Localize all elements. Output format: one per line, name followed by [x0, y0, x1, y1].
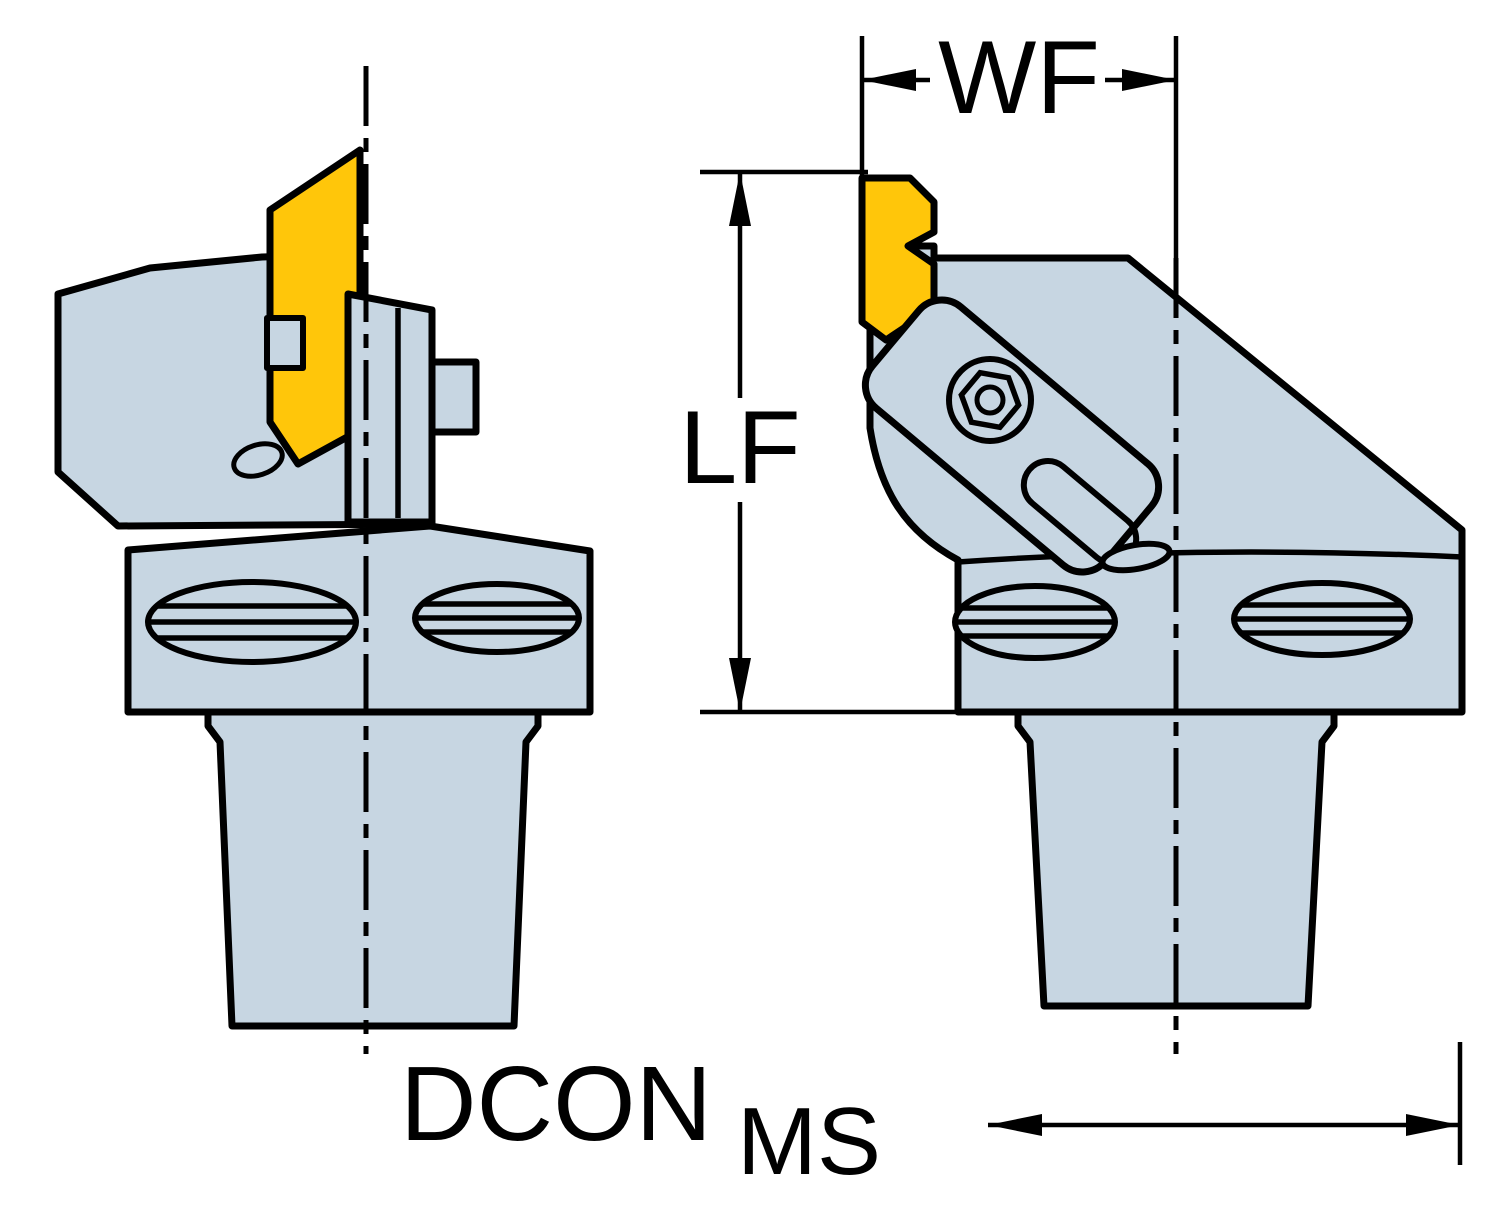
dimension-annotations: WF LF DCON MS	[400, 20, 1463, 1195]
right-set-screw-2	[1231, 580, 1413, 658]
wf-arrowhead-left	[862, 69, 916, 91]
insert-pocket-window	[264, 315, 306, 371]
right-view-front	[858, 36, 1466, 1054]
left-clamp-bar	[344, 290, 436, 526]
right-coolant-hole	[1099, 540, 1173, 574]
dcon-label: DCON	[400, 1045, 712, 1163]
left-cutting-insert	[266, 146, 364, 468]
right-set-screw-1	[952, 583, 1118, 661]
left-clamp-tab	[428, 358, 480, 436]
dconms-arrowhead-left	[988, 1114, 1042, 1136]
wf-label: WF	[938, 20, 1100, 136]
left-view-side	[54, 66, 594, 1054]
lf-arrowhead-down	[729, 658, 751, 712]
dconms-dimension: DCON MS	[400, 1042, 1463, 1195]
wf-arrowhead-right	[1122, 69, 1176, 91]
left-set-screw-2	[412, 581, 582, 655]
left-set-screw-1	[145, 579, 359, 665]
dcon-ms-subscript-label: MS	[737, 1088, 881, 1195]
right-flange-top-edge	[957, 549, 1463, 565]
dconms-arrowhead-right	[1406, 1114, 1460, 1136]
clamp-screw-hex-socket	[958, 369, 1022, 431]
right-cutting-insert	[858, 174, 938, 344]
left-flange-block	[124, 522, 594, 716]
lf-arrowhead-up	[729, 172, 751, 226]
wf-dimension: WF	[859, 20, 1176, 176]
clamp-screw-inner-circle	[974, 384, 1006, 416]
lf-label: LF	[679, 390, 800, 506]
lf-dimension: LF	[679, 169, 962, 715]
left-screw-hole	[231, 441, 285, 479]
left-coupling-shank	[204, 708, 542, 1030]
